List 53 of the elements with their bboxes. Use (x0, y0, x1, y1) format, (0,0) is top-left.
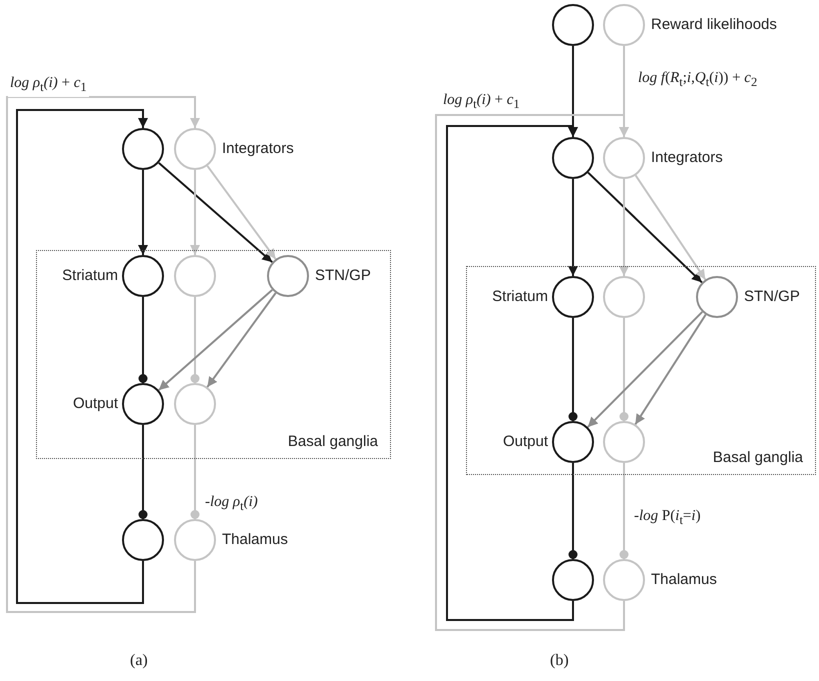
layer-label: Thalamus (222, 531, 288, 549)
neuron-circle (603, 276, 645, 318)
region-label: Basal ganglia (288, 433, 378, 450)
region-box (466, 266, 816, 475)
connector-arrow (587, 311, 703, 428)
neuron-circle (603, 4, 645, 46)
connector-arrow (568, 179, 578, 276)
region-label: Basal ganglia (712, 449, 803, 466)
connector-arrow (206, 292, 276, 388)
connector-arrow (158, 289, 273, 391)
connector-arrow (634, 174, 706, 280)
layer-label: Integrators (222, 140, 294, 158)
neuron-circle (122, 128, 164, 170)
neuron-circle (122, 383, 164, 425)
panel-label: (a) (130, 652, 148, 670)
neuron-circle (552, 137, 594, 179)
region-box (36, 250, 391, 459)
neuron-circle (552, 4, 594, 46)
neuron-circle (267, 255, 309, 297)
layer-label: STN/GP (744, 288, 800, 306)
neuron-circle (603, 559, 645, 601)
neuron-circle (174, 519, 216, 561)
neuron-circle (174, 383, 216, 425)
layer-label: Output (502, 433, 548, 451)
connector-arrow (190, 170, 200, 255)
neuron-circle (174, 128, 216, 170)
layer-label: STN/GP (315, 267, 371, 285)
neuron-circle (603, 137, 645, 179)
connector-arrow (446, 125, 578, 621)
layer-label: Thalamus (651, 571, 717, 589)
connector-arrow (6, 96, 200, 613)
connector-arrow (206, 165, 276, 260)
connector-arrow (138, 170, 148, 255)
layer-label: Integrators (651, 149, 723, 167)
connector-arrow (634, 314, 706, 425)
neuron-circle (122, 255, 164, 297)
connector-arrow (16, 109, 148, 604)
neuron-circle (552, 421, 594, 463)
connector-arrow (158, 162, 273, 263)
neuron-circle (122, 519, 164, 561)
neuron-circle (552, 559, 594, 601)
neuron-circle (696, 276, 738, 318)
connector-arrow (619, 179, 629, 276)
neuron-circle (552, 276, 594, 318)
connector-arrow (435, 114, 629, 631)
layer-label: Striatum (492, 288, 548, 306)
layer-label: Striatum (62, 267, 118, 285)
panel-label: (b) (550, 652, 569, 670)
layer-label: Reward likelihoods (651, 16, 777, 34)
neuron-circle (603, 421, 645, 463)
neuron-circle (174, 255, 216, 297)
layer-label: Output (72, 395, 118, 413)
connector-arrow (587, 172, 703, 284)
